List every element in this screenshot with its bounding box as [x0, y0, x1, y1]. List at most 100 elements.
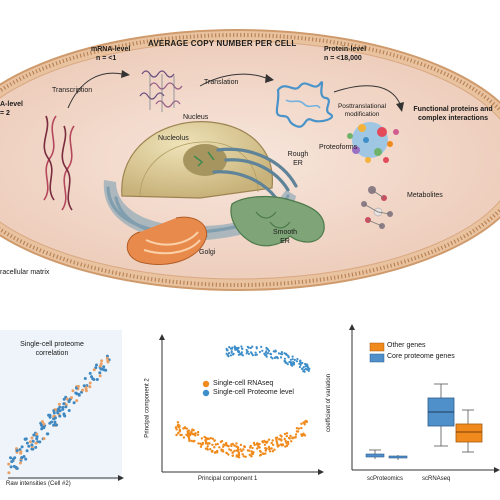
pca-point-rnaseq — [251, 446, 254, 450]
correlation-point — [41, 425, 45, 429]
pca-point-rnaseq — [211, 437, 215, 440]
correlation-point — [30, 436, 34, 440]
pca-point-proteome — [287, 355, 290, 358]
pca-point-rnaseq — [268, 447, 271, 450]
pca-point-rnaseq — [259, 450, 262, 453]
correlation-point — [98, 374, 102, 378]
pca-point-rnaseq — [290, 440, 293, 443]
pca-point-rnaseq — [178, 424, 181, 427]
pca-point-rnaseq — [191, 428, 194, 431]
pca-point-rnaseq — [289, 434, 292, 438]
correlation-point — [28, 440, 32, 444]
boxplot-xcat-0: scProteomics — [367, 476, 404, 482]
pca-point-rnaseq — [211, 443, 214, 446]
pca-point-rnaseq — [231, 454, 234, 457]
correlation-point — [75, 399, 79, 403]
pca-point-rnaseq — [263, 443, 267, 446]
pca-point-proteome — [226, 354, 229, 357]
pca-point-proteome — [265, 350, 268, 353]
pca-point-proteome — [251, 354, 254, 357]
pca-point-rnaseq — [283, 432, 287, 436]
correlation-point — [88, 381, 92, 385]
pca-point-proteome — [280, 351, 283, 354]
correlation-point — [23, 437, 27, 441]
pca-point-proteome — [279, 352, 282, 355]
pca-point-rnaseq — [221, 445, 225, 448]
pca-point-rnaseq — [193, 439, 196, 443]
pca-point-rnaseq — [214, 443, 217, 446]
pca-point-rnaseq — [264, 449, 267, 452]
correlation-point — [106, 360, 110, 364]
correlation-point — [98, 371, 102, 375]
dna-level-count: = 2 — [0, 110, 10, 117]
correlation-point — [9, 456, 12, 460]
pca-point-rnaseq — [294, 436, 297, 439]
pca-point-rnaseq — [258, 446, 261, 449]
pca-point-rnaseq — [303, 434, 307, 437]
pca-point-rnaseq — [270, 441, 273, 445]
pca-point-rnaseq — [178, 430, 181, 433]
legend-dot-proteome — [202, 389, 210, 397]
pca-point-rnaseq — [175, 433, 178, 437]
pca-point-proteome — [237, 350, 240, 353]
box-other-scrnaseq — [455, 409, 483, 453]
metabolites-icon — [361, 186, 393, 229]
pca-point-rnaseq — [305, 419, 308, 423]
correlation-point — [56, 408, 60, 412]
pca-point-proteome — [254, 351, 257, 354]
pca-point-proteome — [292, 361, 295, 364]
boxplot-legend-core: Core proteome genes — [387, 353, 455, 360]
pca-point-proteome — [263, 352, 266, 355]
pca-point-rnaseq — [196, 433, 200, 436]
correlation-point — [53, 420, 57, 424]
translation-label: Translation — [204, 79, 239, 86]
pca-point-proteome — [295, 360, 298, 363]
pca-point-proteome — [228, 346, 231, 349]
correlation-point — [42, 437, 46, 441]
correlation-point — [47, 413, 51, 417]
mrna-strand-icon — [139, 70, 183, 112]
correlation-point — [70, 396, 73, 400]
pca-point-rnaseq — [207, 437, 211, 440]
pca-point-proteome — [240, 351, 243, 354]
pca-point-proteome — [279, 356, 283, 359]
pca-point-rnaseq — [203, 435, 206, 439]
pca-point-proteome — [265, 355, 268, 358]
pca-point-rnaseq — [275, 438, 278, 441]
pca-point-rnaseq — [190, 439, 193, 443]
correlation-point — [91, 377, 95, 381]
rough-er-label: Rough ER — [287, 151, 309, 167]
transcription-arrowhead — [121, 70, 130, 78]
correlation-point — [42, 422, 46, 426]
correlation-point — [35, 432, 39, 436]
pca-point-rnaseq — [213, 446, 216, 449]
correlation-point — [56, 411, 60, 415]
pca-point-rnaseq — [199, 442, 202, 445]
pca-point-rnaseq — [279, 434, 282, 437]
pca-point-rnaseq — [285, 434, 288, 438]
pca-point-rnaseq — [242, 448, 245, 451]
pca-point-rnaseq — [227, 453, 230, 456]
pca-point-rnaseq — [272, 443, 275, 447]
pca-point-proteome — [241, 347, 244, 350]
pca-point-rnaseq — [233, 444, 236, 447]
pca-point-rnaseq — [271, 450, 275, 453]
page-title: AVERAGE COPY NUMBER PER CELL — [148, 39, 297, 48]
correlation-point — [25, 449, 29, 453]
pca-point-rnaseq — [229, 449, 233, 452]
legend-swatch-other — [369, 342, 385, 352]
correlation-point — [84, 389, 88, 393]
correlation-point — [105, 354, 109, 358]
pca-point-rnaseq — [174, 426, 178, 429]
boxplot-panel — [349, 324, 500, 473]
correlation-point — [62, 397, 66, 401]
pca-point-rnaseq — [281, 443, 284, 447]
pca-point-rnaseq — [267, 438, 271, 441]
pca-point-rnaseq — [237, 451, 241, 454]
pca-point-rnaseq — [287, 442, 290, 445]
correlation-point — [34, 441, 38, 445]
correlation-point — [76, 384, 80, 388]
correlation-panel — [0, 330, 124, 481]
correlation-point — [25, 441, 29, 445]
correlation-point — [27, 444, 31, 448]
